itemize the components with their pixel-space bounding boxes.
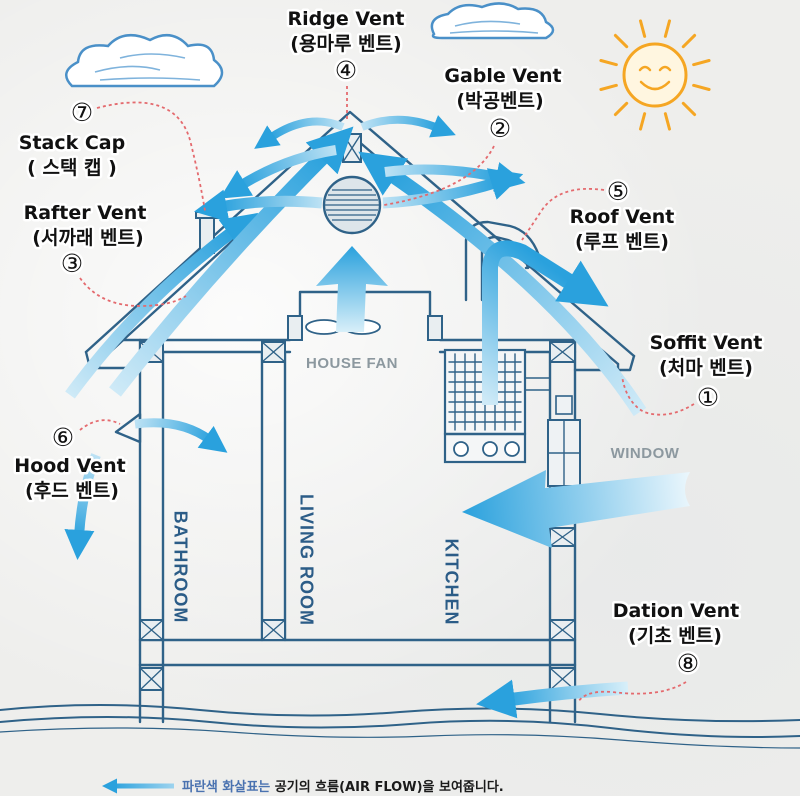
legend: 파란색 화살표는 공기의 흐름(AIR FLOW)을 보여줍니다. [102,778,504,795]
ridge-vent-title: Ridge Vent [287,8,404,30]
leader-stack [96,101,206,212]
arrow-hood-inside [134,418,228,453]
ridge-vent-number: ④ [335,56,357,85]
callout-stack-cap: ⑦ Stack Cap ( 스택 캡 ) [16,96,127,182]
callout-soffit-vent: Soffit Vent (처마 벤트) ① [647,330,765,415]
sun-ray [681,101,697,117]
gable-vent-number: ② [489,114,511,143]
legend-caption: 파란색 화살표는 공기의 흐름(AIR FLOW)을 보여줍니다. [182,779,504,795]
arrow-kitchen-roof-vent [482,240,609,405]
sun-ray [692,83,711,91]
stack-cap-title: Stack Cap [19,132,125,154]
sun-ray [692,59,711,67]
arrow-gable-left [194,189,323,223]
ceiling-joist [121,338,592,354]
dation-vent-korean: (기초 벤트) [628,625,722,647]
arrow-gable-right [382,168,524,209]
sun-ray [681,33,697,49]
house-structure [84,110,636,724]
hood-vent-korean: (후드 벤트) [25,480,119,502]
sun-icon [599,19,711,131]
arrow-house-fan-up [316,246,388,332]
callout-dation-vent: Dation Vent (기초 벤트) ⑧ [610,598,742,681]
airflow-arrows [64,115,690,719]
dation-vent-title: Dation Vent [613,600,740,622]
gable-vent [322,175,382,235]
gable-vent-title: Gable Vent [444,65,561,87]
sun-ray [639,112,647,131]
leader-dation [577,681,687,703]
wall-block [549,341,576,363]
hood-vent-number: ⑥ [52,423,74,452]
callout-ridge-vent: Ridge Vent (용마루 벤트) ④ [285,6,407,88]
roof-vent-number: ⑤ [607,177,629,206]
arrow-ridge-right [360,115,456,138]
wall-blocks [139,341,576,691]
room-bathroom: BATHROOM [171,511,191,624]
leader-roof [521,188,605,241]
sun-ray [613,33,629,49]
hood-vent [114,412,142,444]
soffit-vent-title: Soffit Vent [650,332,763,354]
stack-cap-number: ⑦ [71,98,93,127]
room-living-room: LIVING ROOM [297,494,317,626]
ridge-vent [342,133,362,163]
callout-gable-vent: Gable Vent (박공벤트) ② [442,63,564,146]
legend-text: 공기의 흐름(AIR FLOW)을 보여줍니다. [270,779,504,795]
hood-vent-title: Hood Vent [14,455,125,477]
house-fan-label: HOUSE FAN [306,355,398,372]
left-wall [138,338,165,724]
rafter-vent-number: ③ [61,249,83,278]
leader-gable [383,145,495,206]
arrow-hood-outside [64,453,101,560]
leader-hood [79,419,121,431]
cloud-top [430,2,555,40]
rafter-vent-title: Rafter Vent [24,202,147,224]
room-kitchen: KITCHEN [442,539,462,626]
ground [0,704,800,749]
sun-ray [639,19,647,38]
sun-ray [599,59,618,67]
wall-block [139,619,164,641]
leader-lines [79,86,695,703]
gable-vent-korean: (박공벤트) [456,90,543,112]
wall-block [139,667,164,691]
callout-rafter-vent: Rafter Vent (서까래 벤트) ③ [21,200,149,281]
floor [138,638,577,667]
interior-wall [260,350,287,642]
wall-block [261,341,286,363]
sun-ray [613,101,629,117]
dation-vent-number: ⑧ [677,649,699,678]
soffit-vent-korean: (처마 벤트) [659,357,753,379]
sun-ray [663,19,671,38]
ridge-vent-korean: (용마루 벤트) [290,33,401,55]
wall-block [549,619,576,641]
roof-vent-korean: (루프 벤트) [575,231,669,253]
arrow-soffit-left [109,126,354,397]
callout-hood-vent: ⑥ Hood Vent (후드 벤트) [12,421,128,505]
arrow-attic-left [219,145,337,199]
arrow-dation-in [476,679,629,719]
arrow-window-in [462,470,690,548]
legend-highlight: 파란색 화살표는 [182,779,270,795]
sun-ray [663,112,671,131]
leader-rafter [79,277,187,307]
rafter-vent-korean: (서까래 벤트) [32,227,143,249]
window-label: WINDOW [611,445,680,462]
arrow-ridge-left [254,117,345,149]
stack-cap-korean: ( 스택 캡 ) [27,157,117,179]
soffit-vent-number: ① [697,383,719,412]
wall-block [261,619,286,641]
wall-block [549,527,576,547]
cloud-left [65,33,224,88]
kitchen-unit [443,348,551,464]
sun-ray [599,83,618,91]
roof-vent-title: Roof Vent [570,206,675,228]
sun-rays [599,19,711,131]
callout-roof-vent: ⑤ Roof Vent (루프 벤트) [567,175,677,256]
